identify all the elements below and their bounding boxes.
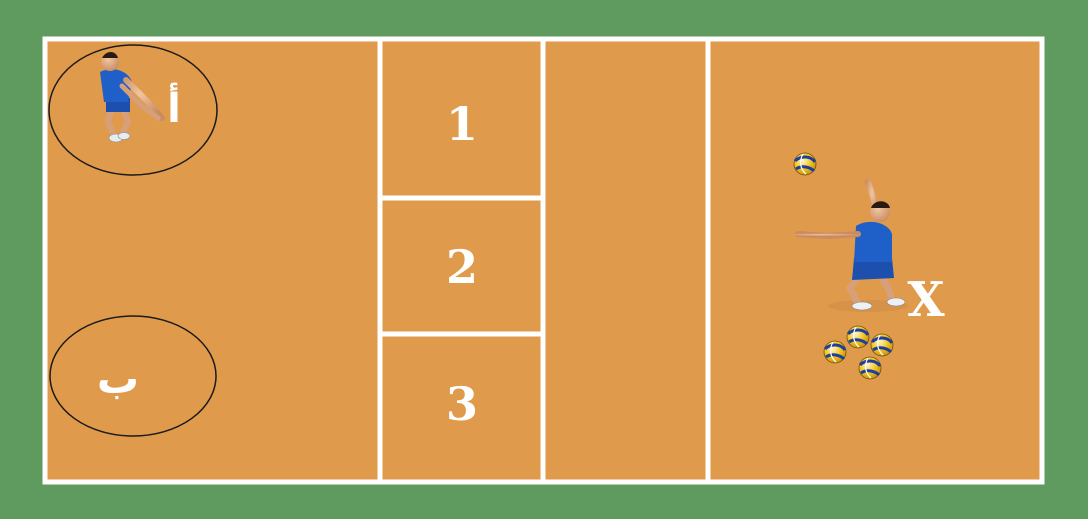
volleyball-ball-icon [859,357,881,379]
receiver-a-label: أ [167,82,181,132]
zone-3-label: 3 [446,377,478,431]
zone-2-label: 2 [446,240,478,294]
volleyball-ball-icon [871,334,893,356]
receiver-b-label: ب [97,354,139,403]
volleyball-ball-icon [824,341,846,363]
zone-1-label: 1 [446,97,478,151]
server-label: X [907,272,945,328]
volleyball-ball-icon [794,153,816,175]
volleyball-ball-icon [847,326,869,348]
